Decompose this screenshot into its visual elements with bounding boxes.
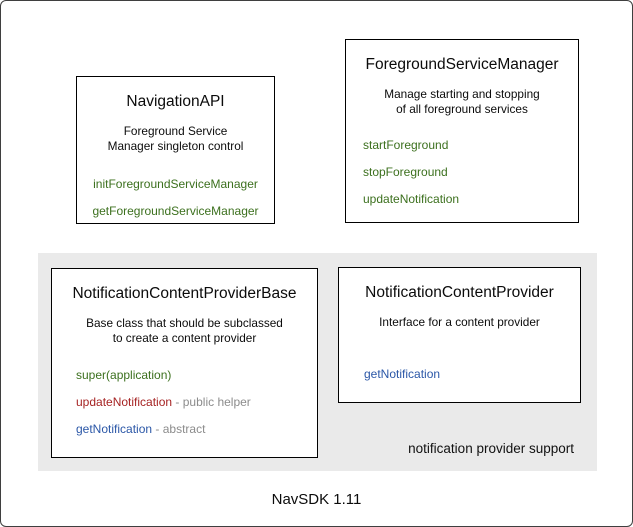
description-line: of all foreground services (396, 101, 528, 116)
method-name: getForegroundServiceManager (92, 204, 259, 218)
description-line: Interface for a content provider (379, 315, 540, 329)
method-name: getNotification (364, 366, 441, 381)
method-row: stopForeground (363, 165, 578, 179)
class-description: Interface for a content provider (339, 303, 580, 330)
method-name: getNotification (76, 422, 153, 436)
class-box-notification-content-provider: NotificationContentProvider Interface fo… (338, 267, 581, 403)
method-name: stopForeground (363, 165, 448, 179)
description-line: Base class that should be subclassed (86, 316, 283, 330)
method-list: startForeground stopForeground updateNot… (346, 138, 578, 206)
method-row: initForegroundServiceManager (77, 177, 274, 191)
method-list: getNotification (339, 367, 580, 381)
class-box-notification-content-provider-base: NotificationContentProviderBase Base cla… (51, 268, 318, 458)
class-description: Manage starting and stopping of all fore… (346, 75, 578, 116)
method-row: updateNotification - public helper (76, 395, 317, 409)
class-description: Foreground Service Manager singleton con… (77, 112, 274, 153)
method-list: initForegroundServiceManager getForegrou… (77, 177, 274, 218)
method-row: getNotification (364, 367, 580, 381)
description-line: to create a content provider (112, 330, 257, 345)
class-box-foreground-service-manager: ForegroundServiceManager Manage starting… (345, 39, 579, 223)
method-row: startForeground (363, 138, 578, 152)
method-name: super(application) (76, 368, 172, 382)
description-line: Manager singleton control (107, 138, 244, 153)
method-note: - abstract (155, 422, 206, 436)
class-title: NotificationContentProviderBase (72, 285, 297, 302)
class-title: ForegroundServiceManager (365, 56, 559, 73)
method-row: super(application) (76, 368, 317, 382)
class-title: NotificationContentProvider (365, 284, 554, 301)
description-line: Foreground Service (123, 124, 228, 138)
method-row: updateNotification (363, 192, 578, 206)
method-name: initForegroundServiceManager (93, 177, 258, 191)
class-box-navigation-api: NavigationAPI Foreground Service Manager… (76, 76, 275, 224)
method-note: - public helper (175, 395, 251, 409)
diagram-caption: NavSDK 1.11 (271, 491, 362, 508)
class-title: NavigationAPI (126, 93, 225, 110)
method-list: super(application) updateNotification - … (52, 368, 317, 436)
method-name: updateNotification (363, 192, 460, 206)
method-name: updateNotification (76, 395, 173, 409)
class-description: Base class that should be subclassed to … (52, 304, 317, 345)
description-line: Manage starting and stopping (384, 87, 540, 101)
method-name: startForeground (363, 138, 449, 152)
method-row: getNotification - abstract (76, 422, 317, 436)
panel-label: notification provider support (408, 441, 574, 456)
method-row: getForegroundServiceManager (77, 204, 274, 218)
